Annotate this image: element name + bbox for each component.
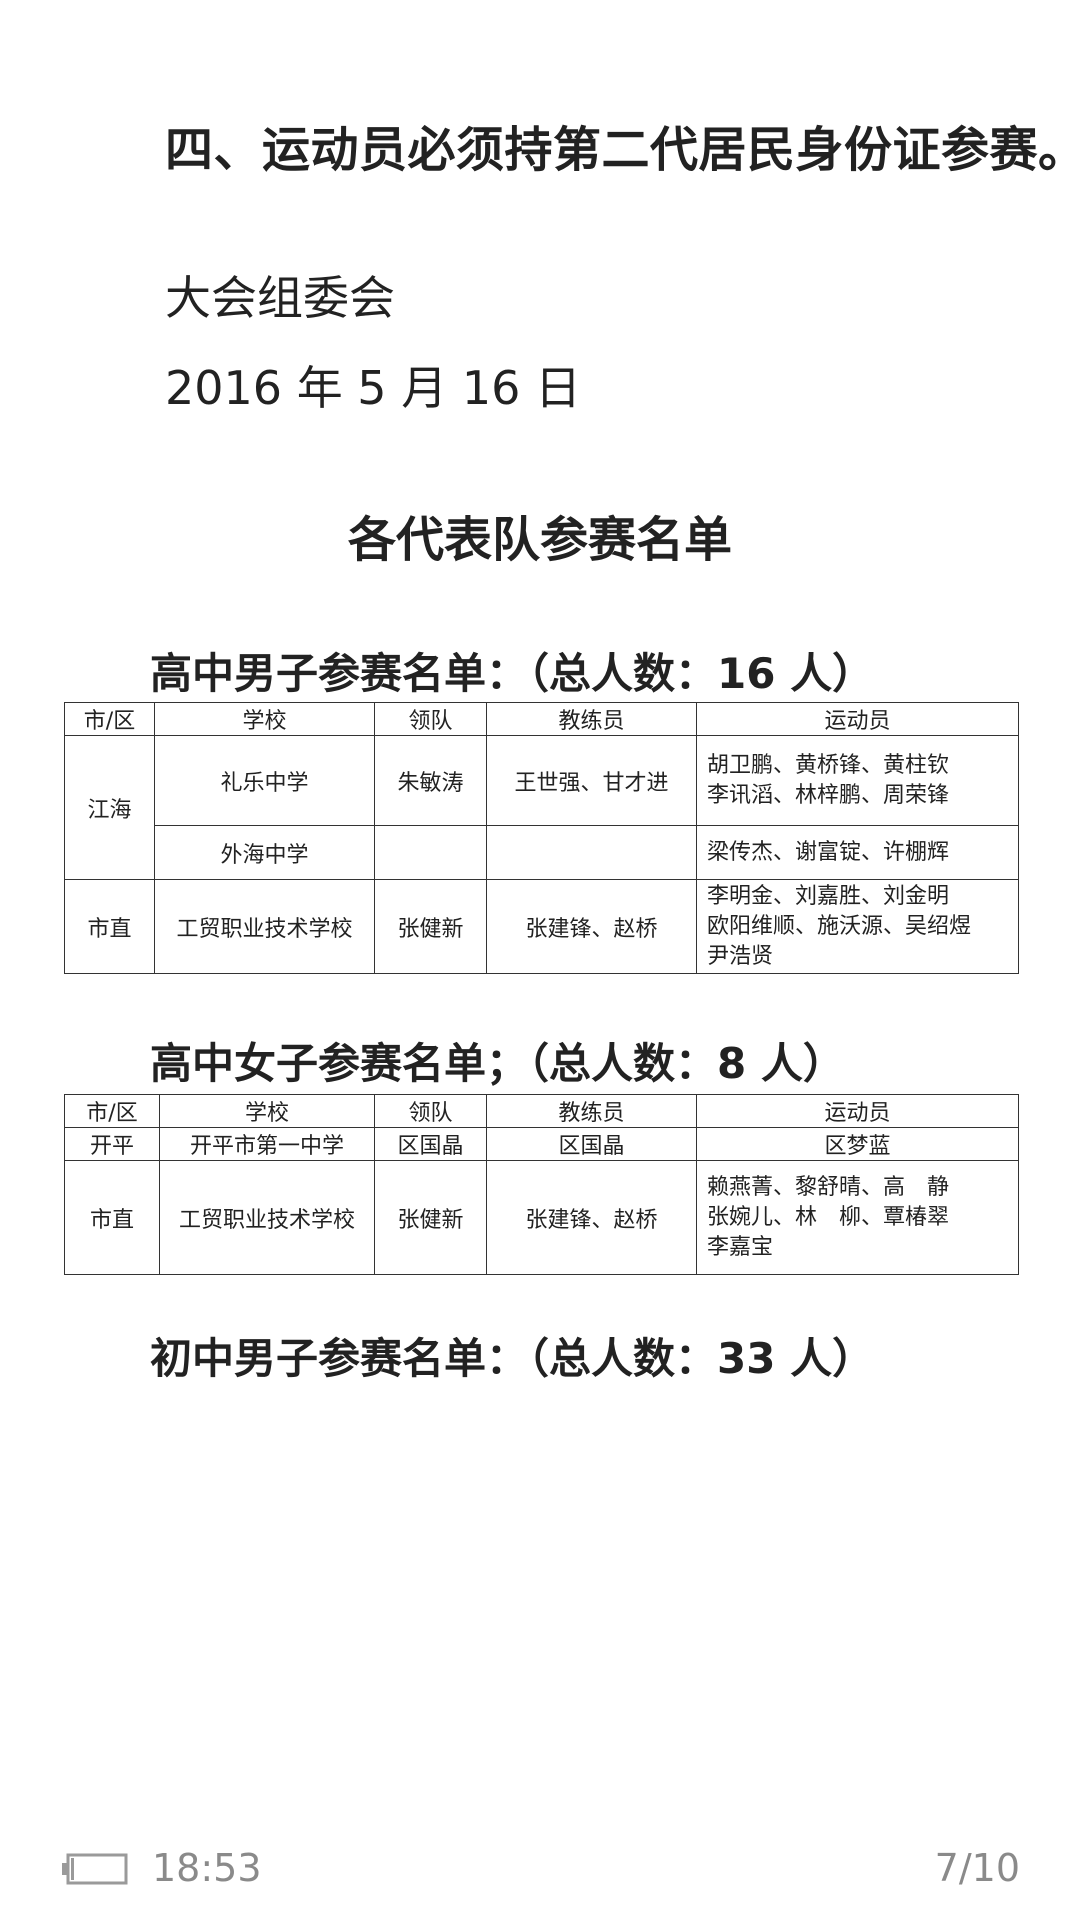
table-row: 江海 礼乐中学 朱敏涛 王世强、甘才进 胡卫鹏、黄桥锋、黄柱钦 李讯滔、林梓鹏、… — [64, 735, 1019, 880]
roster-table-high-girls: 市/区 学校 领队 教练员 运动员 开平 开平市第一中学 区国晶 区国晶 区梦蓝… — [64, 1094, 1019, 1275]
cell-school: 开平市第一中学 — [159, 1127, 375, 1161]
cell-leader: 朱敏涛 — [374, 735, 487, 826]
cell-school: 工贸职业技术学校 — [159, 1160, 375, 1275]
roster-table-high-boys: 市/区 学校 领队 教练员 运动员 江海 礼乐中学 朱敏涛 王世强、甘才进 胡卫… — [64, 702, 1019, 974]
cell-coach: 张建锋、赵桥 — [486, 879, 697, 974]
cell-athletes: 赖燕菁、黎舒晴、高 静 张婉儿、林 柳、覃椿翠 李嘉宝 — [696, 1160, 1019, 1275]
table-row: 市直 工贸职业技术学校 张健新 张建锋、赵桥 李明金、刘嘉胜、刘金明 欧阳维顺、… — [64, 879, 1019, 974]
header-coach: 教练员 — [486, 702, 697, 736]
table-row: 外海中学 梁传杰、谢富锭、许棚辉 — [65, 825, 1019, 880]
section-title-high-girls: 高中女子参赛名单；（总人数：8 人） — [150, 1039, 845, 1088]
cell-athletes: 区梦蓝 — [696, 1127, 1019, 1161]
battery-icon — [62, 1853, 128, 1885]
cell-school: 礼乐中学 — [154, 735, 375, 826]
header-school: 学校 — [154, 702, 375, 736]
cell-district: 市直 — [64, 879, 155, 974]
athlete-line: 张婉儿、林 柳、覃椿翠 — [707, 1204, 950, 1230]
notice-text: 四、运动员必须持第二代居民身份证参赛。 — [165, 122, 1080, 178]
cell-district: 江海 — [64, 735, 155, 880]
cell-leader: 张健新 — [374, 879, 487, 974]
cell-school: 外海中学 — [154, 825, 375, 880]
athlete-line: 尹浩贤 — [707, 943, 774, 969]
header-athletes: 运动员 — [696, 702, 1019, 736]
table-row: 市直 工贸职业技术学校 张健新 张建锋、赵桥 赖燕菁、黎舒晴、高 静 张婉儿、林… — [64, 1160, 1019, 1275]
cell-coach: 张建锋、赵桥 — [486, 1160, 697, 1275]
header-leader: 领队 — [374, 1094, 487, 1128]
header-coach: 教练员 — [486, 1094, 697, 1128]
status-time: 18:53 — [152, 1846, 262, 1890]
cell-athletes: 梁传杰、谢富锭、许棚辉 — [696, 825, 1019, 880]
cell-leader: 张健新 — [374, 1160, 487, 1275]
table-row: 开平 开平市第一中学 区国晶 区国晶 区梦蓝 — [64, 1127, 1019, 1161]
header-leader: 领队 — [374, 702, 487, 736]
organizer: 大会组委会 — [165, 271, 395, 325]
cell-coach: 区国晶 — [486, 1127, 697, 1161]
cell-district: 市直 — [64, 1160, 160, 1275]
cell-leader — [374, 825, 487, 880]
cell-athletes: 李明金、刘嘉胜、刘金明 欧阳维顺、施沃源、吴绍煜 尹浩贤 — [696, 879, 1019, 974]
athlete-line: 赖燕菁、黎舒晴、高 静 — [707, 1174, 950, 1200]
athlete-line: 梁传杰、谢富锭、许棚辉 — [707, 839, 950, 865]
cell-leader: 区国晶 — [374, 1127, 487, 1161]
document-title: 各代表队参赛名单 — [347, 512, 732, 568]
header-school: 学校 — [159, 1094, 375, 1128]
athlete-line: 欧阳维顺、施沃源、吴绍煜 — [707, 913, 972, 939]
cell-athletes: 胡卫鹏、黄桥锋、黄柱钦 李讯滔、林梓鹏、周荣锋 — [696, 735, 1019, 826]
section-title-high-boys: 高中男子参赛名单：（总人数：16 人） — [150, 649, 875, 698]
table-header-row: 市/区 学校 领队 教练员 运动员 — [64, 702, 1019, 736]
athlete-line: 李明金、刘嘉胜、刘金明 — [707, 883, 950, 909]
table-header-row: 市/区 学校 领队 教练员 运动员 — [64, 1094, 1019, 1128]
cell-school: 工贸职业技术学校 — [154, 879, 375, 974]
athlete-line: 李讯滔、林梓鹏、周荣锋 — [707, 782, 950, 808]
cell-coach — [486, 825, 697, 880]
header-athletes: 运动员 — [696, 1094, 1019, 1128]
header-district: 市/区 — [64, 702, 155, 736]
page-indicator: 7/10 — [934, 1846, 1020, 1890]
section-title-junior-boys: 初中男子参赛名单：（总人数：33 人） — [150, 1334, 875, 1383]
cell-coach: 王世强、甘才进 — [486, 735, 697, 826]
issue-date: 2016 年 5 月 16 日 — [165, 361, 581, 415]
cell-district: 开平 — [64, 1127, 160, 1161]
header-district: 市/区 — [64, 1094, 160, 1128]
athlete-line: 胡卫鹏、黄桥锋、黄柱钦 — [707, 752, 950, 778]
athlete-line: 李嘉宝 — [707, 1234, 774, 1260]
